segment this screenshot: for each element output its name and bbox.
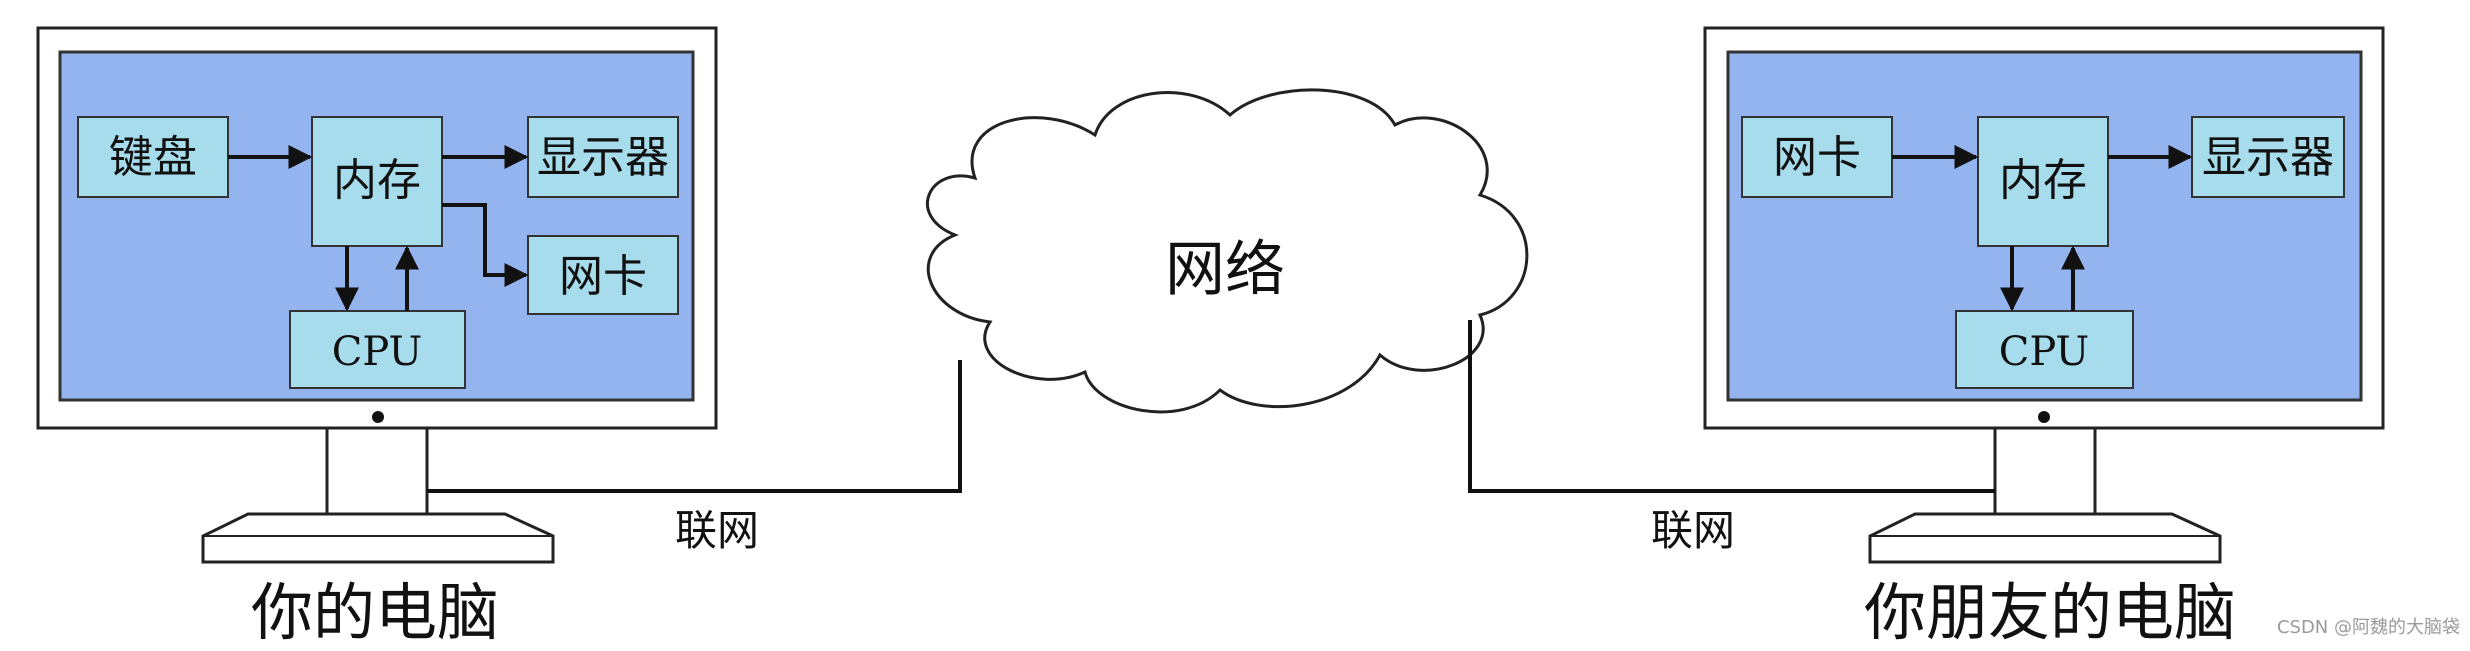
right-network-link (1468, 320, 1995, 493)
right-monitor-neck (1993, 426, 2097, 530)
left-nic-label: 网卡 (559, 251, 647, 302)
left-cpu-label: CPU (332, 329, 423, 375)
watermark: CSDN @阿魏的大脑袋 (2276, 617, 2460, 638)
left-power-dot (372, 411, 384, 423)
right-monitor-base-plate (1869, 535, 2221, 563)
right-link-label: 联网 (1651, 506, 1735, 555)
left-computer-caption: 你的电脑 (251, 576, 499, 649)
right-power-dot (2038, 411, 2050, 423)
left-computer: 键盘 内存 显示器 网卡 CPU 你的电脑 (36, 26, 718, 649)
left-monitor-neck (325, 426, 429, 530)
left-cpu-box (289, 310, 466, 389)
left-monitor-base (201, 512, 555, 564)
left-link-label: 联网 (675, 506, 759, 555)
cloud-shape (925, 88, 1529, 414)
right-monitor-base (1868, 512, 2222, 564)
left-arrow-memory-nic (442, 203, 529, 287)
network-cloud: 网络 (925, 88, 1529, 414)
right-cpu-label: CPU (1999, 329, 2090, 375)
right-nic-label: 网卡 (1773, 132, 1861, 183)
right-memory-box (1977, 116, 2109, 247)
right-display-box (2191, 116, 2345, 198)
right-nic-box (1741, 116, 1893, 198)
left-monitor-base-plate (202, 535, 554, 563)
left-memory-box (311, 116, 443, 247)
left-display-label: 显示器 (537, 132, 669, 183)
cloud-label: 网络 (1165, 235, 1285, 305)
left-keyboard-label: 键盘 (109, 132, 197, 183)
right-cpu-box (1955, 310, 2134, 389)
left-network-link (427, 360, 962, 493)
right-computer: 网卡 内存 显示器 CPU 你朋友的电脑 (1703, 26, 2385, 649)
right-memory-label: 内存 (1999, 155, 2087, 206)
left-keyboard-box (77, 116, 229, 198)
right-computer-caption: 你朋友的电脑 (1864, 576, 2236, 649)
right-display-label: 显示器 (2202, 132, 2334, 183)
left-memory-label: 内存 (333, 155, 421, 206)
